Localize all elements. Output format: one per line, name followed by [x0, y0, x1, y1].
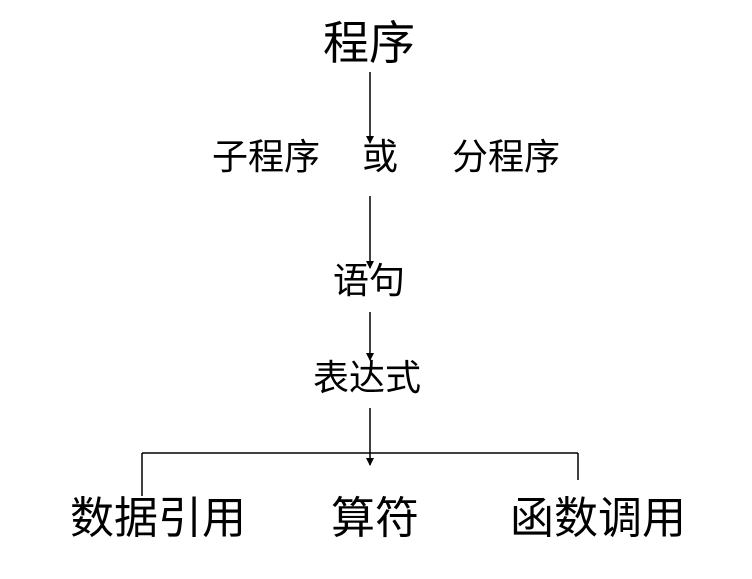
- node-data-reference: 数据引用: [70, 493, 246, 544]
- node-statement: 语句: [333, 261, 406, 302]
- node-subroutine: 子程序: [212, 137, 321, 178]
- node-function-call: 函数调用: [510, 493, 686, 544]
- node-expression: 表达式: [313, 358, 422, 399]
- node-block: 分程序: [452, 137, 561, 178]
- node-operator: 算符: [331, 493, 419, 544]
- node-program: 程序: [323, 16, 415, 70]
- node-or-connector: 或: [362, 137, 399, 178]
